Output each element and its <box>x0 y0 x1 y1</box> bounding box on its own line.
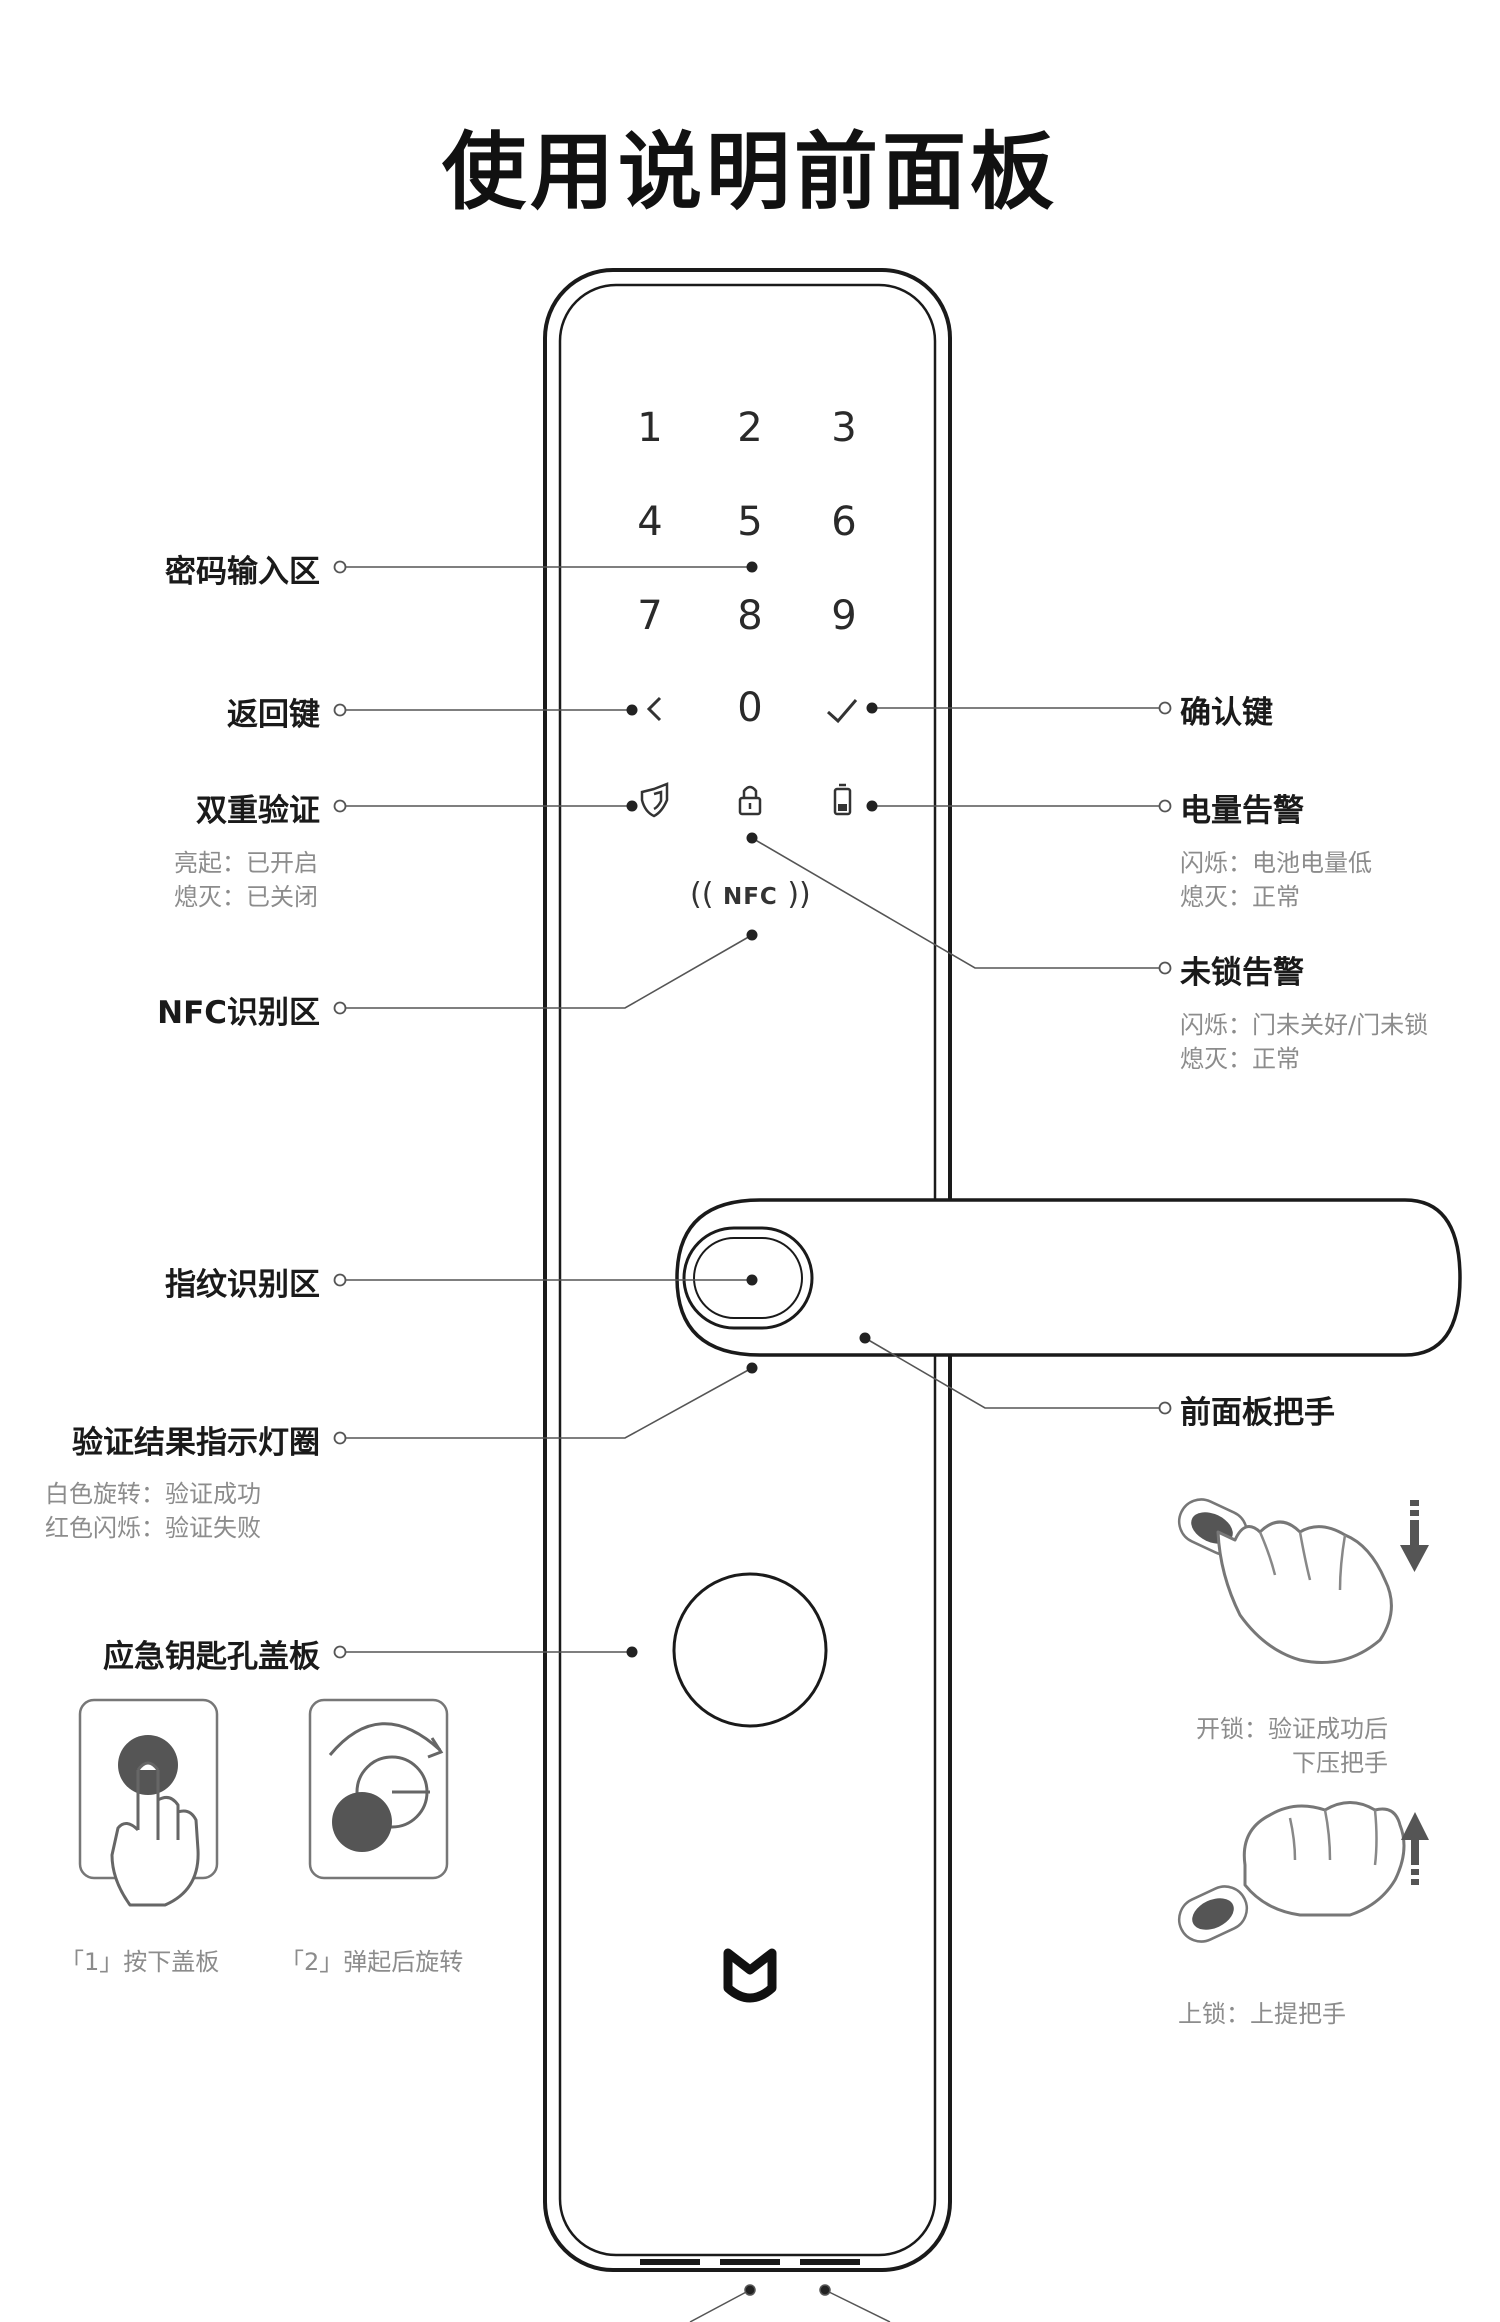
emergency-key-cover <box>672 1572 828 1728</box>
nfc-mark: (( NFC )) <box>690 877 811 912</box>
label-dual-verify: 双重验证 <box>196 793 320 829</box>
label-back-key: 返回键 <box>227 697 320 733</box>
key-9[interactable]: 9 <box>831 593 857 639</box>
key-4[interactable]: 4 <box>637 499 663 545</box>
rotate-icon <box>308 1698 449 1880</box>
hand-press-icon <box>78 1698 219 1907</box>
bottom-leader-lines <box>689 2284 891 2322</box>
unlock-caption-2: 下压把手 <box>1292 1749 1388 1777</box>
key-5[interactable]: 5 <box>737 499 763 545</box>
leader-end-circles <box>333 560 1172 1659</box>
key-0[interactable]: 0 <box>737 685 763 731</box>
verify-ring-white: 白色旋转：验证成功 <box>45 1480 261 1508</box>
key-1[interactable]: 1 <box>637 405 663 451</box>
check-icon <box>826 699 858 724</box>
key-2[interactable]: 2 <box>737 405 763 451</box>
label-confirm-key: 确认键 <box>1180 695 1273 731</box>
step2-caption: 「2」弹起后旋转 <box>280 1948 464 1976</box>
label-password-area: 密码输入区 <box>165 554 320 590</box>
label-verify-ring: 验证结果指示灯圈 <box>72 1425 320 1461</box>
battery-off: 熄灭：正常 <box>1180 883 1300 911</box>
key-3[interactable]: 3 <box>831 405 857 451</box>
verify-ring-red: 红色闪烁：验证失败 <box>45 1514 261 1542</box>
label-fingerprint-area: 指纹识别区 <box>165 1267 320 1303</box>
page-title: 使用说明前面板 <box>441 123 1058 221</box>
label-nfc-area: NFC识别区 <box>157 995 320 1031</box>
lock-icon <box>738 785 762 816</box>
leader-dots <box>626 561 878 1658</box>
lock-hand-icon <box>1177 1801 1406 1943</box>
battery-icon <box>833 783 852 816</box>
unlocked-off: 熄灭：正常 <box>1180 1045 1300 1073</box>
front-handle-shape <box>675 1198 1462 1357</box>
unlocked-blink: 闪烁：门未关好/门未锁 <box>1180 1011 1429 1039</box>
label-key-cover: 应急钥匙孔盖板 <box>103 1639 320 1675</box>
leader-lines <box>345 566 1160 1653</box>
fingerprint-sensor <box>682 1226 814 1330</box>
key-8[interactable]: 8 <box>737 593 763 639</box>
arrow-up-icon <box>1401 1812 1429 1885</box>
mi-logo-icon <box>723 1948 777 2003</box>
label-front-handle: 前面板把手 <box>1180 1395 1335 1431</box>
battery-blink: 闪烁：电池电量低 <box>1180 849 1372 877</box>
label-unlocked-alarm: 未锁告警 <box>1180 955 1304 991</box>
back-arrow-icon <box>646 696 662 722</box>
arrow-down-icon <box>1400 1500 1429 1572</box>
nfc-text: NFC <box>722 884 778 910</box>
label-battery-alarm: 电量告警 <box>1180 793 1304 829</box>
unlock-caption-1: 开锁：验证成功后 <box>1196 1715 1388 1743</box>
key-6[interactable]: 6 <box>831 499 857 545</box>
dual-verify-off: 熄灭：已关闭 <box>174 883 318 911</box>
dual-verify-on: 亮起：已开启 <box>174 849 318 877</box>
unlock-hand-icon <box>1177 1498 1393 1664</box>
key-7[interactable]: 7 <box>637 593 663 639</box>
step1-caption: 「1」按下盖板 <box>60 1948 220 1976</box>
shield-icon <box>640 782 669 818</box>
lock-caption: 上锁：上提把手 <box>1178 2000 1346 2028</box>
